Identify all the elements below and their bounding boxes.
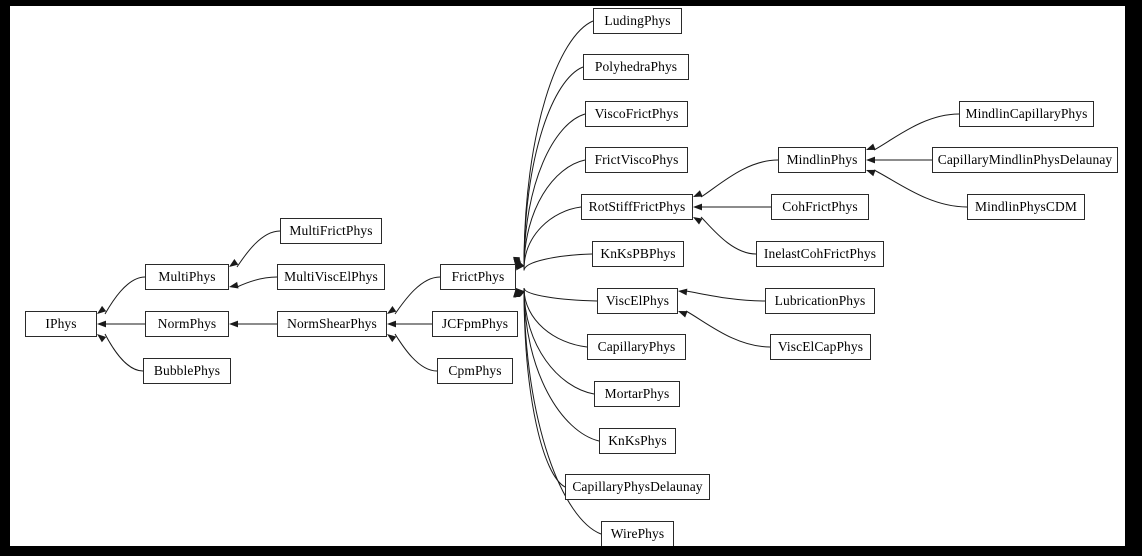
edge-arrowhead bbox=[678, 288, 688, 296]
class-node-CapillaryPhysDelaunay[interactable]: CapillaryPhysDelaunay bbox=[565, 474, 710, 500]
class-node-MultiViscElPhys[interactable]: MultiViscElPhys bbox=[277, 264, 385, 290]
edge-arrowhead bbox=[229, 281, 239, 289]
class-node-MindlinPhys[interactable]: MindlinPhys bbox=[778, 147, 866, 173]
edge-arrowhead bbox=[866, 169, 876, 177]
class-node-BubblePhys[interactable]: BubblePhys bbox=[143, 358, 231, 384]
class-node-MindlinPhysCDM[interactable]: MindlinPhysCDM bbox=[967, 194, 1085, 220]
edge-arrowhead bbox=[229, 320, 238, 328]
class-node-ViscElCapPhys[interactable]: ViscElCapPhys bbox=[770, 334, 871, 360]
class-node-MindlinCapillaryPhys[interactable]: MindlinCapillaryPhys bbox=[959, 101, 1094, 127]
class-node-CohFrictPhys[interactable]: CohFrictPhys bbox=[771, 194, 869, 220]
class-node-MultiPhys[interactable]: MultiPhys bbox=[145, 264, 229, 290]
edge-line bbox=[685, 290, 766, 302]
edge-line bbox=[523, 287, 595, 395]
class-node-ViscoFrictPhys[interactable]: ViscoFrictPhys bbox=[585, 101, 688, 127]
class-node-RotStiffFrictPhys[interactable]: RotStiffFrictPhys bbox=[581, 194, 693, 220]
class-node-KnKsPhys[interactable]: KnKsPhys bbox=[599, 428, 676, 454]
class-node-NormPhys[interactable]: NormPhys bbox=[145, 311, 229, 337]
edge-arrowhead bbox=[693, 203, 702, 211]
class-node-PolyhedraPhys[interactable]: PolyhedraPhys bbox=[583, 54, 689, 80]
edge-line bbox=[523, 66, 584, 267]
class-node-MultiFrictPhys[interactable]: MultiFrictPhys bbox=[280, 218, 382, 244]
class-node-MortarPhys[interactable]: MortarPhys bbox=[594, 381, 680, 407]
edge-line bbox=[236, 276, 278, 288]
edge-arrowhead bbox=[693, 217, 703, 225]
edge-line bbox=[873, 169, 968, 208]
edge-line bbox=[104, 333, 144, 372]
class-node-NormShearPhys[interactable]: NormShearPhys bbox=[277, 311, 387, 337]
edge-line bbox=[523, 287, 588, 348]
edge-arrowhead bbox=[516, 288, 525, 297]
class-node-IPhys[interactable]: IPhys bbox=[25, 311, 97, 337]
edge-arrowhead bbox=[678, 311, 688, 318]
edge-line bbox=[523, 253, 593, 271]
class-node-LudingPhys[interactable]: LudingPhys bbox=[593, 8, 682, 34]
edge-arrowhead bbox=[516, 261, 525, 271]
edge-line bbox=[523, 159, 586, 269]
edge-line bbox=[394, 276, 441, 315]
edge-line bbox=[523, 113, 586, 268]
edge-line bbox=[700, 216, 757, 255]
edge-arrowhead bbox=[97, 334, 107, 343]
edge-arrowhead bbox=[387, 306, 397, 314]
edge-arrowhead bbox=[97, 305, 107, 314]
class-node-KnKsPBPhys[interactable]: KnKsPBPhys bbox=[592, 241, 684, 267]
edge-arrowhead bbox=[693, 190, 703, 197]
class-node-FrictViscoPhys[interactable]: FrictViscoPhys bbox=[585, 147, 688, 173]
class-node-CapillaryMindlinPhysDelaunay[interactable]: CapillaryMindlinPhysDelaunay bbox=[932, 147, 1118, 173]
edge-line bbox=[394, 333, 438, 372]
edge-arrowhead bbox=[229, 259, 239, 267]
class-node-ViscElPhys[interactable]: ViscElPhys bbox=[597, 288, 678, 314]
edge-line bbox=[236, 230, 281, 268]
class-node-InelastCohFrictPhys[interactable]: InelastCohFrictPhys bbox=[756, 241, 884, 267]
edge-arrowhead bbox=[387, 320, 396, 328]
edge-line bbox=[873, 113, 960, 151]
edge-line bbox=[700, 159, 779, 198]
edge-arrowhead bbox=[866, 156, 875, 164]
edge-line bbox=[523, 287, 600, 442]
edge-line bbox=[523, 287, 566, 488]
edge-arrowhead bbox=[387, 334, 397, 343]
class-node-FrictPhys[interactable]: FrictPhys bbox=[440, 264, 516, 290]
edge-arrowhead bbox=[97, 320, 106, 328]
class-node-CpmPhys[interactable]: CpmPhys bbox=[437, 358, 513, 384]
class-node-WirePhys[interactable]: WirePhys bbox=[601, 521, 674, 546]
class-node-CapillaryPhys[interactable]: CapillaryPhys bbox=[587, 334, 686, 360]
edge-line bbox=[523, 206, 582, 270]
class-node-LubricationPhys[interactable]: LubricationPhys bbox=[765, 288, 875, 314]
class-node-JCFpmPhys[interactable]: JCFpmPhys bbox=[432, 311, 518, 337]
edge-line bbox=[523, 287, 598, 302]
edge-arrowhead bbox=[866, 143, 876, 150]
edge-line bbox=[104, 276, 146, 315]
edge-line bbox=[685, 310, 771, 348]
